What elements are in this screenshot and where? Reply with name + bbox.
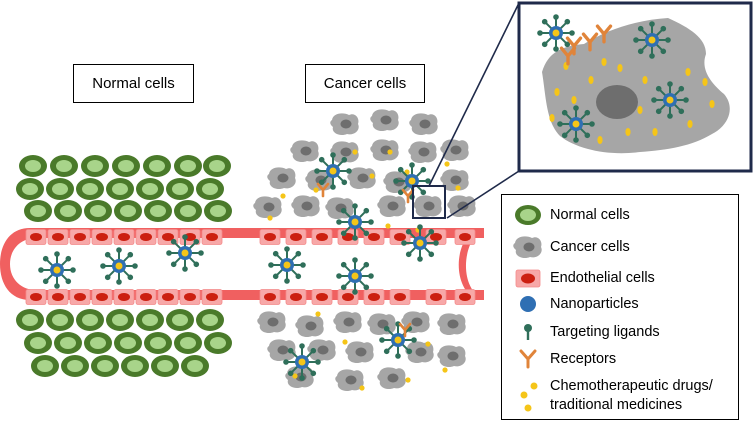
nanoparticle-icon — [520, 296, 536, 312]
normal-cells-label: Normal cells — [92, 75, 175, 92]
zoom-inset — [517, 1, 753, 173]
legend-label-endothelial: Endothelial cells — [550, 270, 655, 286]
legend: Normal cells Cancer cells Endothelial ce… — [501, 194, 739, 420]
drug-icon — [520, 382, 538, 412]
zoom-indicator — [412, 2, 520, 219]
cancer-cells-label-box: Cancer cells — [305, 64, 425, 103]
legend-label-drugs: Chemotherapeutic drugs/ — [550, 378, 713, 394]
cancer-cell-icon — [513, 236, 542, 259]
cancer-cells-upper — [253, 109, 476, 220]
receptor-icon — [519, 349, 537, 369]
endothelial-cell-icon — [515, 269, 541, 288]
normal-cells-label-box: Normal cells — [73, 64, 194, 103]
drug-dots — [267, 149, 461, 391]
legend-label-nanoparticles: Nanoparticles — [550, 296, 639, 312]
legend-label-ligands: Targeting ligands — [550, 324, 660, 340]
targeting-ligand-icon — [524, 324, 532, 340]
legend-label-drugs-line2: traditional medicines — [550, 397, 683, 413]
legend-label-normal: Normal cells — [550, 207, 630, 223]
legend-label-cancer: Cancer cells — [550, 239, 630, 255]
normal-cell-icon — [515, 205, 541, 225]
normal-cells-lower — [16, 309, 232, 377]
legend-label-receptors: Receptors — [550, 351, 617, 367]
cancer-cells-label: Cancer cells — [323, 75, 407, 92]
normal-cells-upper — [16, 155, 232, 222]
